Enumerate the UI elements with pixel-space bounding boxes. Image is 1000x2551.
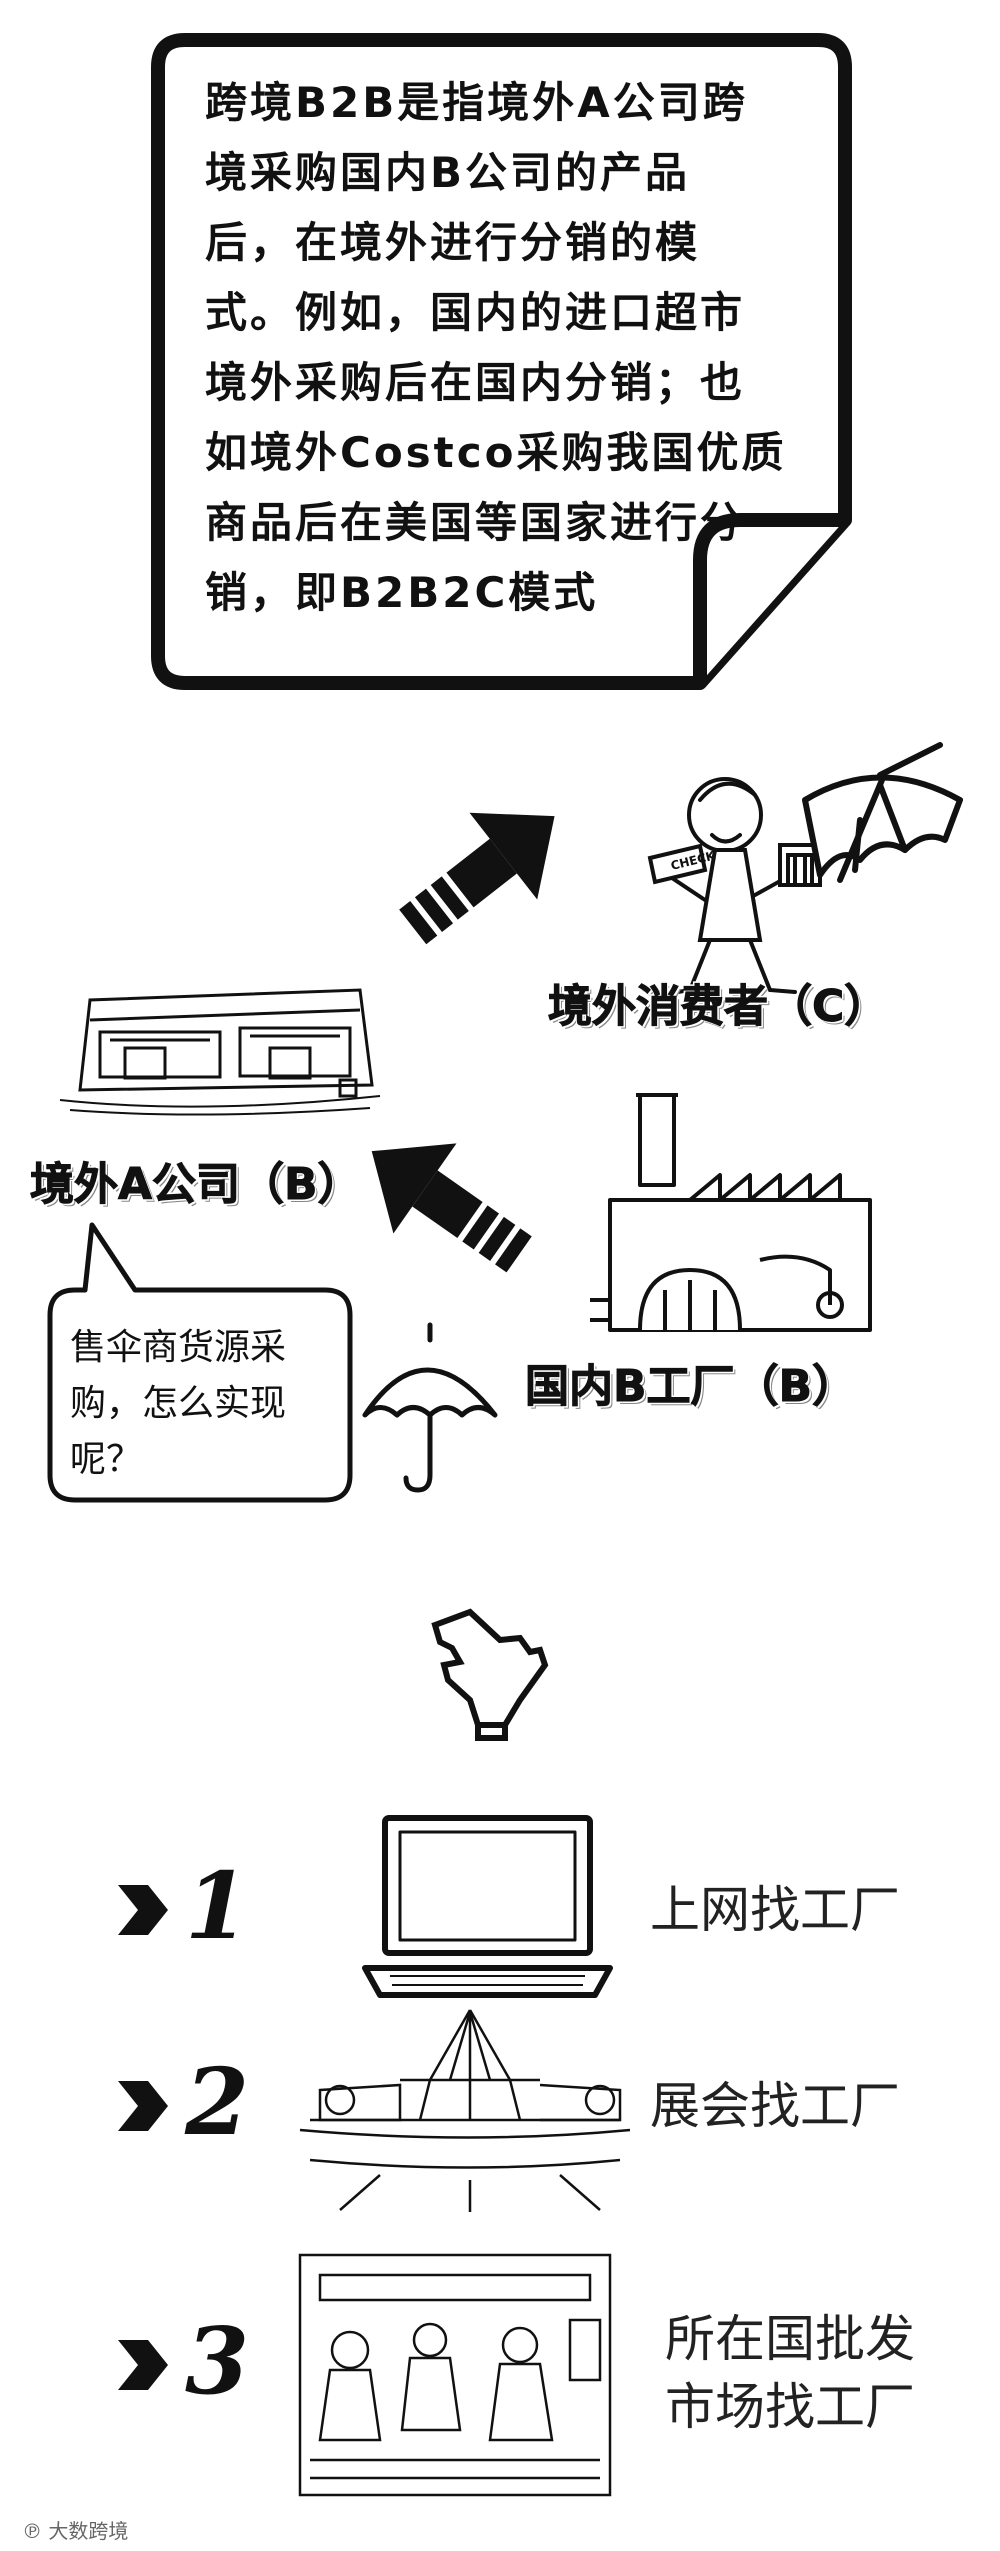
- step-3-label: 所在国批发 市场找工厂: [665, 2305, 915, 2441]
- umbrella-large-icon: [802, 742, 963, 883]
- company-label: 境外A公司（B）: [30, 1159, 363, 1211]
- consumer-label: 境外消费者（C）: [547, 981, 889, 1033]
- question-line: 呢？: [70, 1439, 143, 1480]
- market-scene-illustration: [298, 2253, 612, 2497]
- step-2-number: 2: [185, 2048, 250, 2156]
- step-1-label: 上网找工厂: [650, 1876, 900, 1944]
- step-3-number: 3: [185, 2307, 250, 2415]
- step-2-label: 展会找工厂: [650, 2072, 900, 2140]
- note-line: 境采购国内B公司的产品: [205, 148, 691, 197]
- question-text: 售伞商货源采 购，怎么实现 呢？: [70, 1320, 360, 1488]
- step-2-label-line: 展会找工厂: [650, 2077, 900, 2135]
- factory-illustration: [590, 1093, 872, 1332]
- step-1-number: 1: [185, 1852, 250, 1960]
- arrow-to-company-icon: [371, 1143, 532, 1273]
- note-line: 式。例如，国内的进口超市: [205, 288, 746, 337]
- question-bubble: [47, 1222, 353, 1503]
- note-line: 如境外Costco采购我国优质: [205, 428, 787, 477]
- question-line: 购，怎么实现: [70, 1383, 287, 1424]
- company-storefront-illustration: [59, 988, 381, 1116]
- umbrella-small-icon: [362, 1322, 498, 1493]
- exhibition-hall-illustration: [299, 2009, 631, 2212]
- pointing-hand-icon: [431, 1608, 549, 1741]
- step-3-chevron-icon: [118, 2340, 168, 2390]
- note-line: 商品后在美国等国家进行分: [205, 498, 746, 547]
- arrow-to-consumer-icon: [399, 812, 555, 945]
- step-3-label-line: 市场找工厂: [665, 2378, 915, 2436]
- note-line: 销，即B2B2C模式: [205, 568, 599, 617]
- step-3-label-line: 所在国批发: [665, 2310, 915, 2368]
- factory-label: 国内B工厂（B）: [524, 1361, 857, 1413]
- watermark-text: 大数跨境: [48, 2519, 129, 2543]
- consumer-illustration: [647, 777, 822, 997]
- note-text: 跨境B2B是指境外A公司跨 境采购国内B公司的产品 后，在境外进行分销的模 式。…: [205, 68, 845, 628]
- step-1-label-line: 上网找工厂: [650, 1881, 900, 1939]
- watermark: ℗ 大数跨境: [22, 2515, 128, 2544]
- step-1-chevron-icon: [118, 1885, 168, 1935]
- note-line: 后，在境外进行分销的模: [205, 218, 701, 267]
- note-line: 跨境B2B是指境外A公司跨: [205, 78, 748, 127]
- question-line: 售伞商货源采: [70, 1327, 287, 1368]
- laptop-icon: [362, 1815, 613, 1998]
- watermark-logo-icon: ℗: [22, 2519, 49, 2543]
- note-line: 境外采购后在国内分销；也: [205, 358, 746, 407]
- note-card: [151, 33, 852, 690]
- step-2-chevron-icon: [118, 2081, 168, 2131]
